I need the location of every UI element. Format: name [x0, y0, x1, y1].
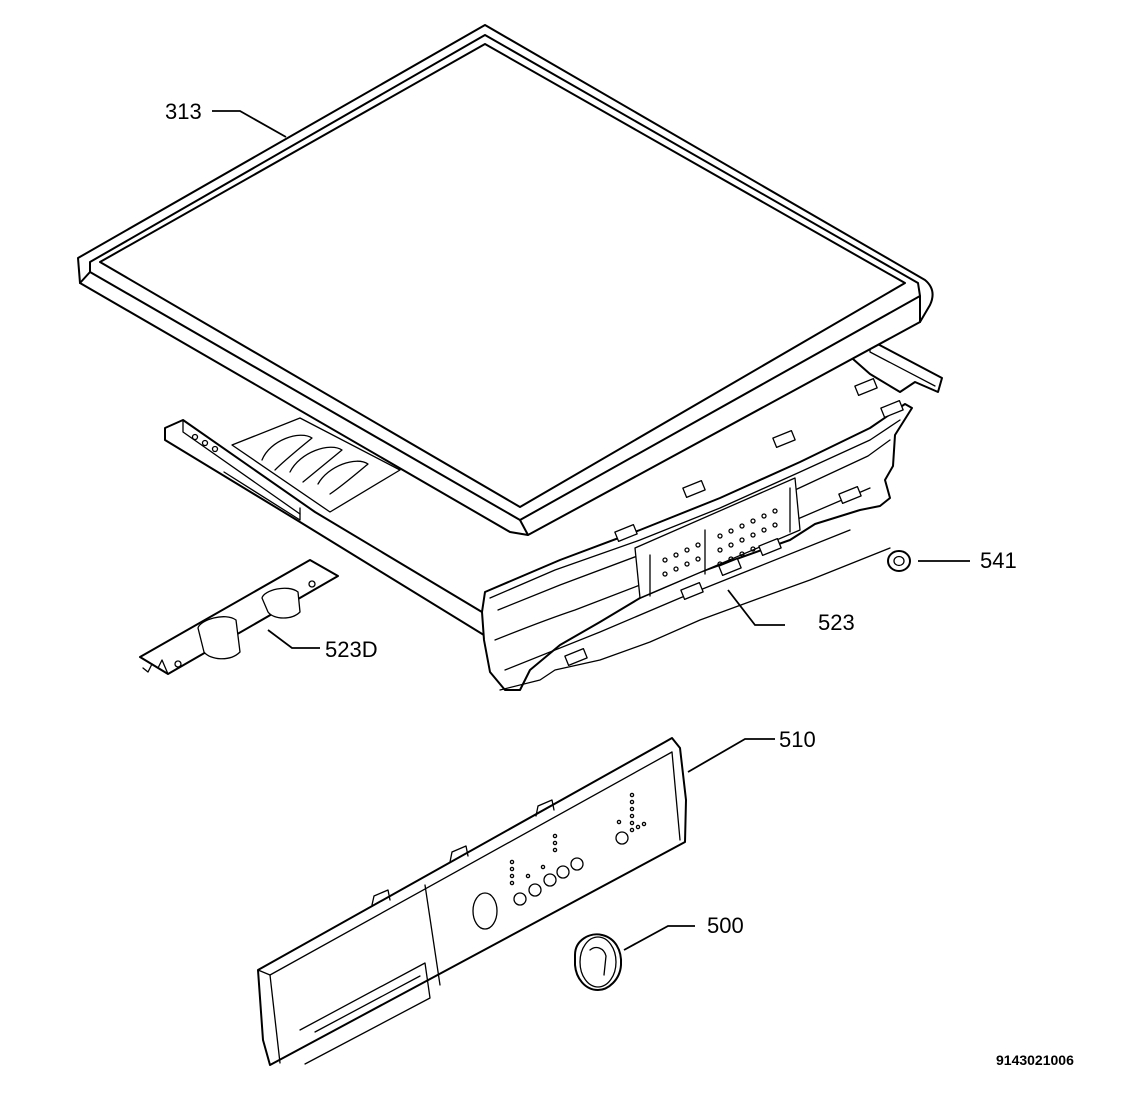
callout-510: 510	[779, 727, 816, 752]
leader-523D	[267, 629, 320, 649]
leader-510	[687, 738, 775, 773]
leader-500	[623, 925, 695, 951]
part-500-knob	[574, 933, 623, 991]
part-523-frame	[164, 339, 943, 691]
leader-lines	[212, 110, 970, 951]
callout-523: 523	[818, 610, 855, 635]
document-number: 9143021006	[996, 1052, 1074, 1068]
leader-523	[727, 589, 785, 626]
part-callouts: 313 523 523D 541 510 500	[165, 99, 1017, 938]
vent-holes	[662, 508, 778, 577]
part-523D-bracket	[139, 559, 339, 675]
callout-541: 541	[980, 548, 1017, 573]
leader-313	[212, 110, 287, 138]
part-510-control-fascia	[257, 737, 687, 1066]
callout-523D: 523D	[325, 637, 378, 662]
callout-500: 500	[707, 913, 744, 938]
part-541-grommet	[887, 550, 911, 572]
part-313-worktop-lid	[77, 24, 934, 536]
callout-313: 313	[165, 99, 202, 124]
